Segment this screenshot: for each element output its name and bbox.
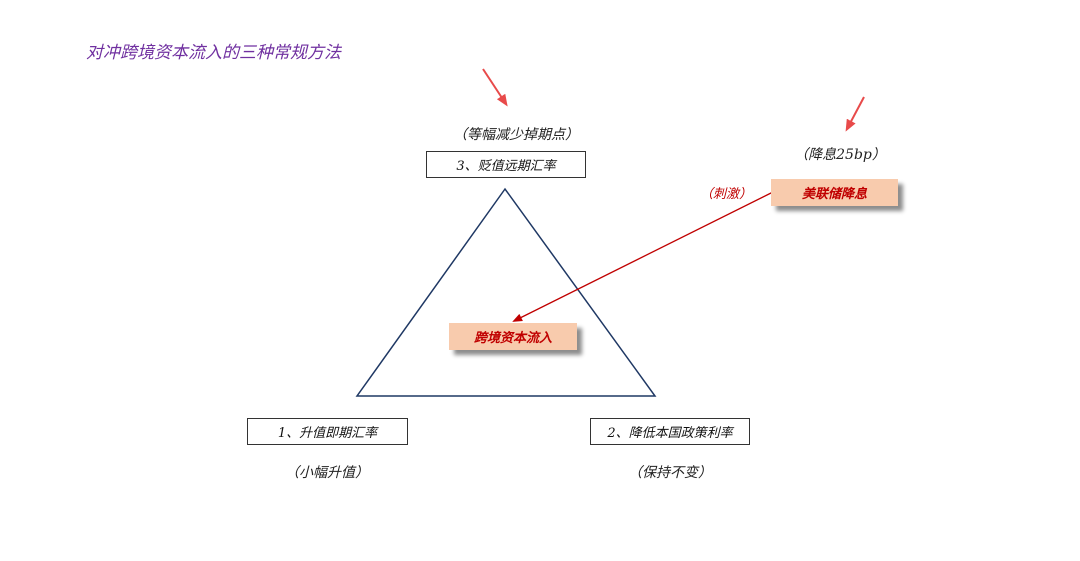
fed-rate-cut-box: 美联储降息 — [771, 179, 898, 206]
left-node-box: 1、升值即期汇率 — [247, 418, 408, 445]
top-node-note: （等幅减少掉期点） — [453, 127, 579, 143]
top-node-box: 3、贬值远期汇率 — [426, 151, 586, 178]
diagram-title: 对冲跨境资本流入的三种常规方法 — [86, 43, 341, 63]
capital-inflow-box: 跨境资本流入 — [449, 323, 577, 350]
stimulus-arrow — [512, 191, 774, 322]
stimulus-label: （刺激） — [700, 187, 753, 202]
left-node-note: （小幅升值） — [285, 465, 369, 481]
trilemma-triangle — [355, 187, 657, 397]
pointer-arrow-top — [482, 68, 508, 107]
fed-note: （降息25bp） — [794, 147, 886, 163]
right-node-box: 2、降低本国政策利率 — [590, 418, 750, 445]
right-node-note: （保持不变） — [628, 465, 712, 481]
pointer-arrow-right — [845, 96, 865, 132]
